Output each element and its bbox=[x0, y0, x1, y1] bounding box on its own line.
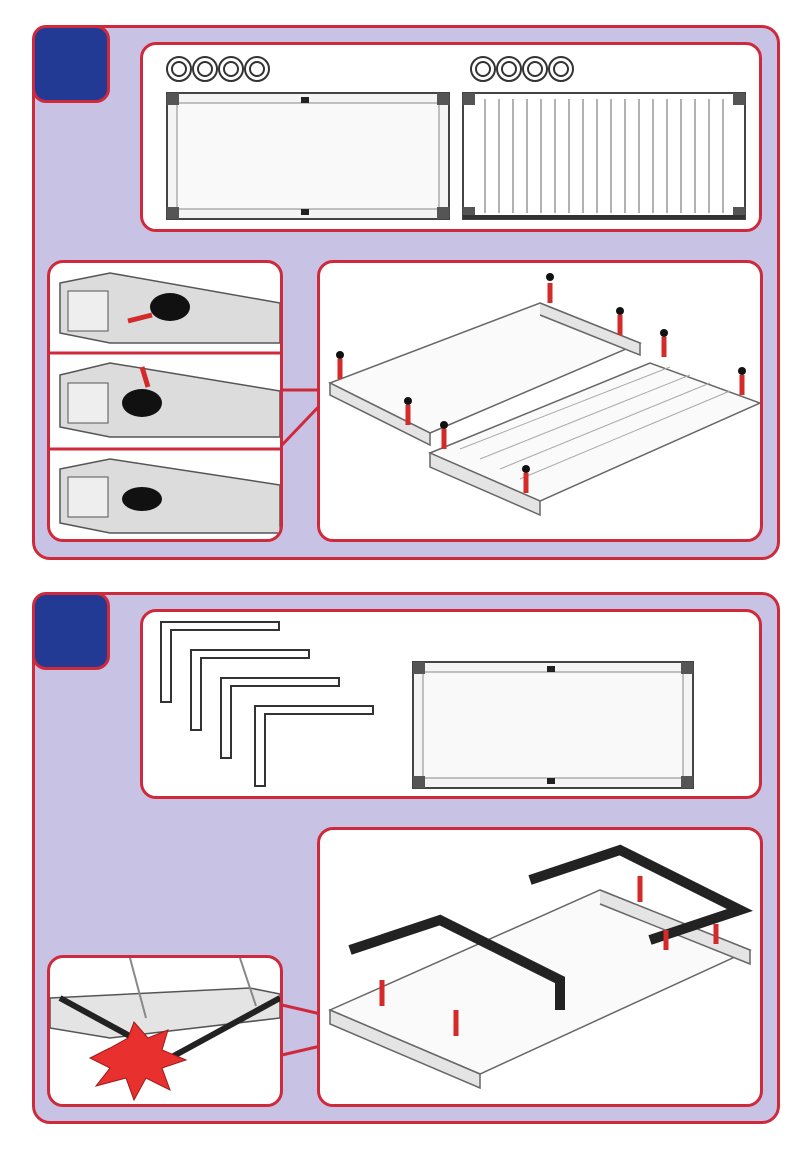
step-1-assembly-box bbox=[317, 260, 763, 542]
detail-frame-3 bbox=[60, 459, 280, 533]
step-2-badge bbox=[32, 592, 110, 670]
clip-ring-icon-set-2 bbox=[471, 57, 573, 81]
l-bracket-set bbox=[161, 622, 373, 786]
step-1-detail-box bbox=[47, 260, 283, 542]
step-1-parts-box bbox=[140, 42, 762, 232]
step-1-badge bbox=[32, 25, 110, 103]
step-2-assembly-box bbox=[317, 827, 763, 1107]
clip-ring-icon-set bbox=[167, 57, 269, 81]
bottom-plate-ribbed bbox=[463, 93, 745, 219]
detail-frame-2 bbox=[60, 363, 280, 437]
step-2-detail-box bbox=[47, 955, 283, 1107]
step-2-parts-box bbox=[140, 609, 762, 799]
detail-frame-1 bbox=[60, 273, 280, 343]
base-tray bbox=[330, 890, 750, 1088]
corner-detail bbox=[50, 958, 280, 1058]
bottom-plate-flat bbox=[167, 93, 449, 219]
roof-plate bbox=[413, 662, 693, 788]
